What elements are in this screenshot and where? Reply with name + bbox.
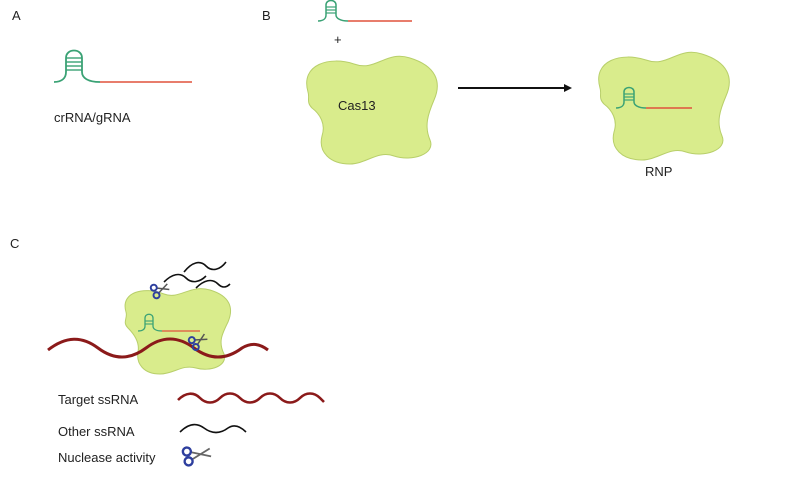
legend-target-rna-label: Target ssRNA (58, 392, 139, 407)
plus-sign: + (334, 32, 342, 47)
legend-nuclease-label: Nuclease activity (58, 450, 156, 465)
hairpin-icon (53, 49, 101, 83)
legend-other-rna-label: Other ssRNA (58, 424, 135, 439)
legend-target-rna-symbol (177, 392, 325, 404)
target-rna-strand (47, 337, 269, 359)
cas13-label: Cas13 (338, 98, 376, 113)
cas13-active-complex (124, 288, 232, 375)
rnp-label: RNP (645, 164, 673, 179)
other-rna-fragments (163, 261, 231, 289)
guide-rna-b (317, 0, 412, 22)
guide-rna-a (53, 49, 192, 83)
scissors-icon (149, 283, 170, 300)
rnp-complex (598, 51, 730, 161)
panel-b-letter: B (262, 8, 271, 23)
panel-c-letter: C (10, 236, 20, 251)
scissors-icon (187, 333, 208, 352)
arrow-right-icon (458, 84, 572, 92)
legend-other-rna-symbol (179, 423, 247, 434)
scissors-icon (181, 446, 212, 467)
panel-a-letter: A (12, 8, 21, 23)
cas13-protein (306, 55, 438, 165)
guide-rna-label: crRNA/gRNA (54, 110, 131, 125)
